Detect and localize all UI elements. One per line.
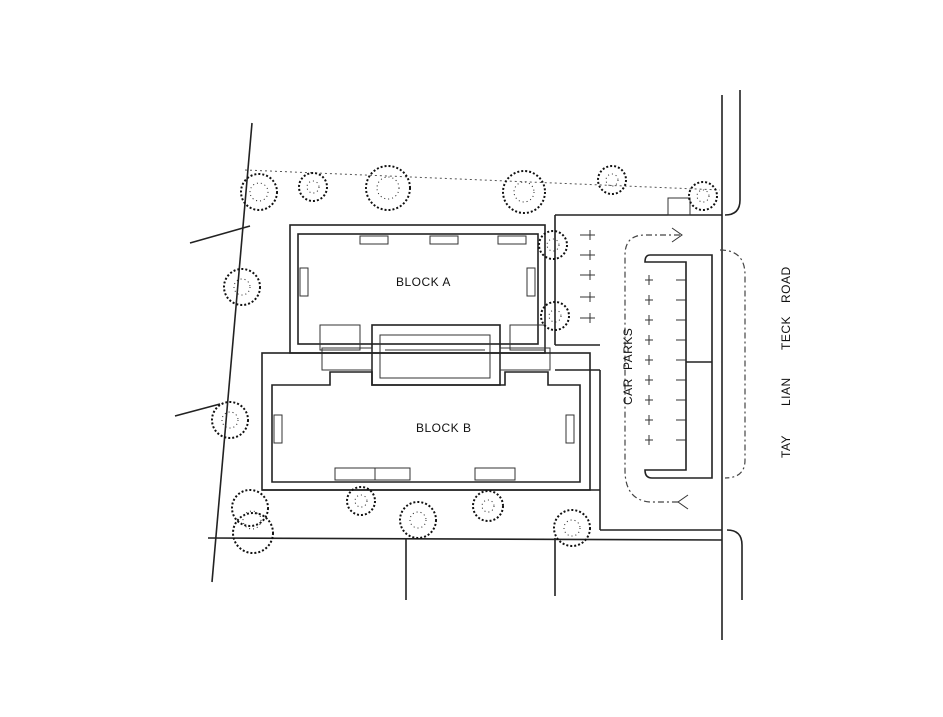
block-a (289, 224, 546, 354)
car-park (580, 227, 746, 510)
block-a-label: BLOCK A (396, 275, 451, 289)
tree-icon (502, 170, 546, 214)
block-b (261, 352, 591, 491)
tree-icon (211, 401, 249, 439)
tree-icon (688, 181, 718, 211)
tree-icon (231, 489, 274, 554)
tree-icon (472, 490, 504, 522)
road-label-word: LIAN (779, 377, 793, 406)
parks-label: PARKS (621, 328, 635, 370)
car-label: CAR (621, 378, 635, 405)
site-boundaries (174, 122, 723, 600)
trees (211, 165, 718, 554)
tree-icon (538, 230, 568, 260)
tree-icon (365, 165, 411, 211)
tree-icon (346, 486, 376, 516)
block-b-label: BLOCK B (416, 421, 472, 435)
tree-icon (298, 172, 328, 202)
tree-icon (597, 165, 627, 195)
tree-icon (223, 268, 261, 306)
labels: BLOCK A BLOCK B CAR PARKS TAY LIAN TECK … (396, 266, 793, 458)
tree-icon (553, 509, 591, 547)
road (555, 90, 743, 640)
parking-stalls (580, 230, 686, 445)
road-label-word: TECK (779, 316, 793, 350)
tree-icon (540, 301, 570, 331)
road-label-word: TAY (779, 435, 793, 458)
tree-icon (399, 501, 437, 539)
tree-icon (240, 173, 278, 211)
road-label-word: ROAD (779, 266, 793, 303)
center-core (321, 324, 551, 386)
